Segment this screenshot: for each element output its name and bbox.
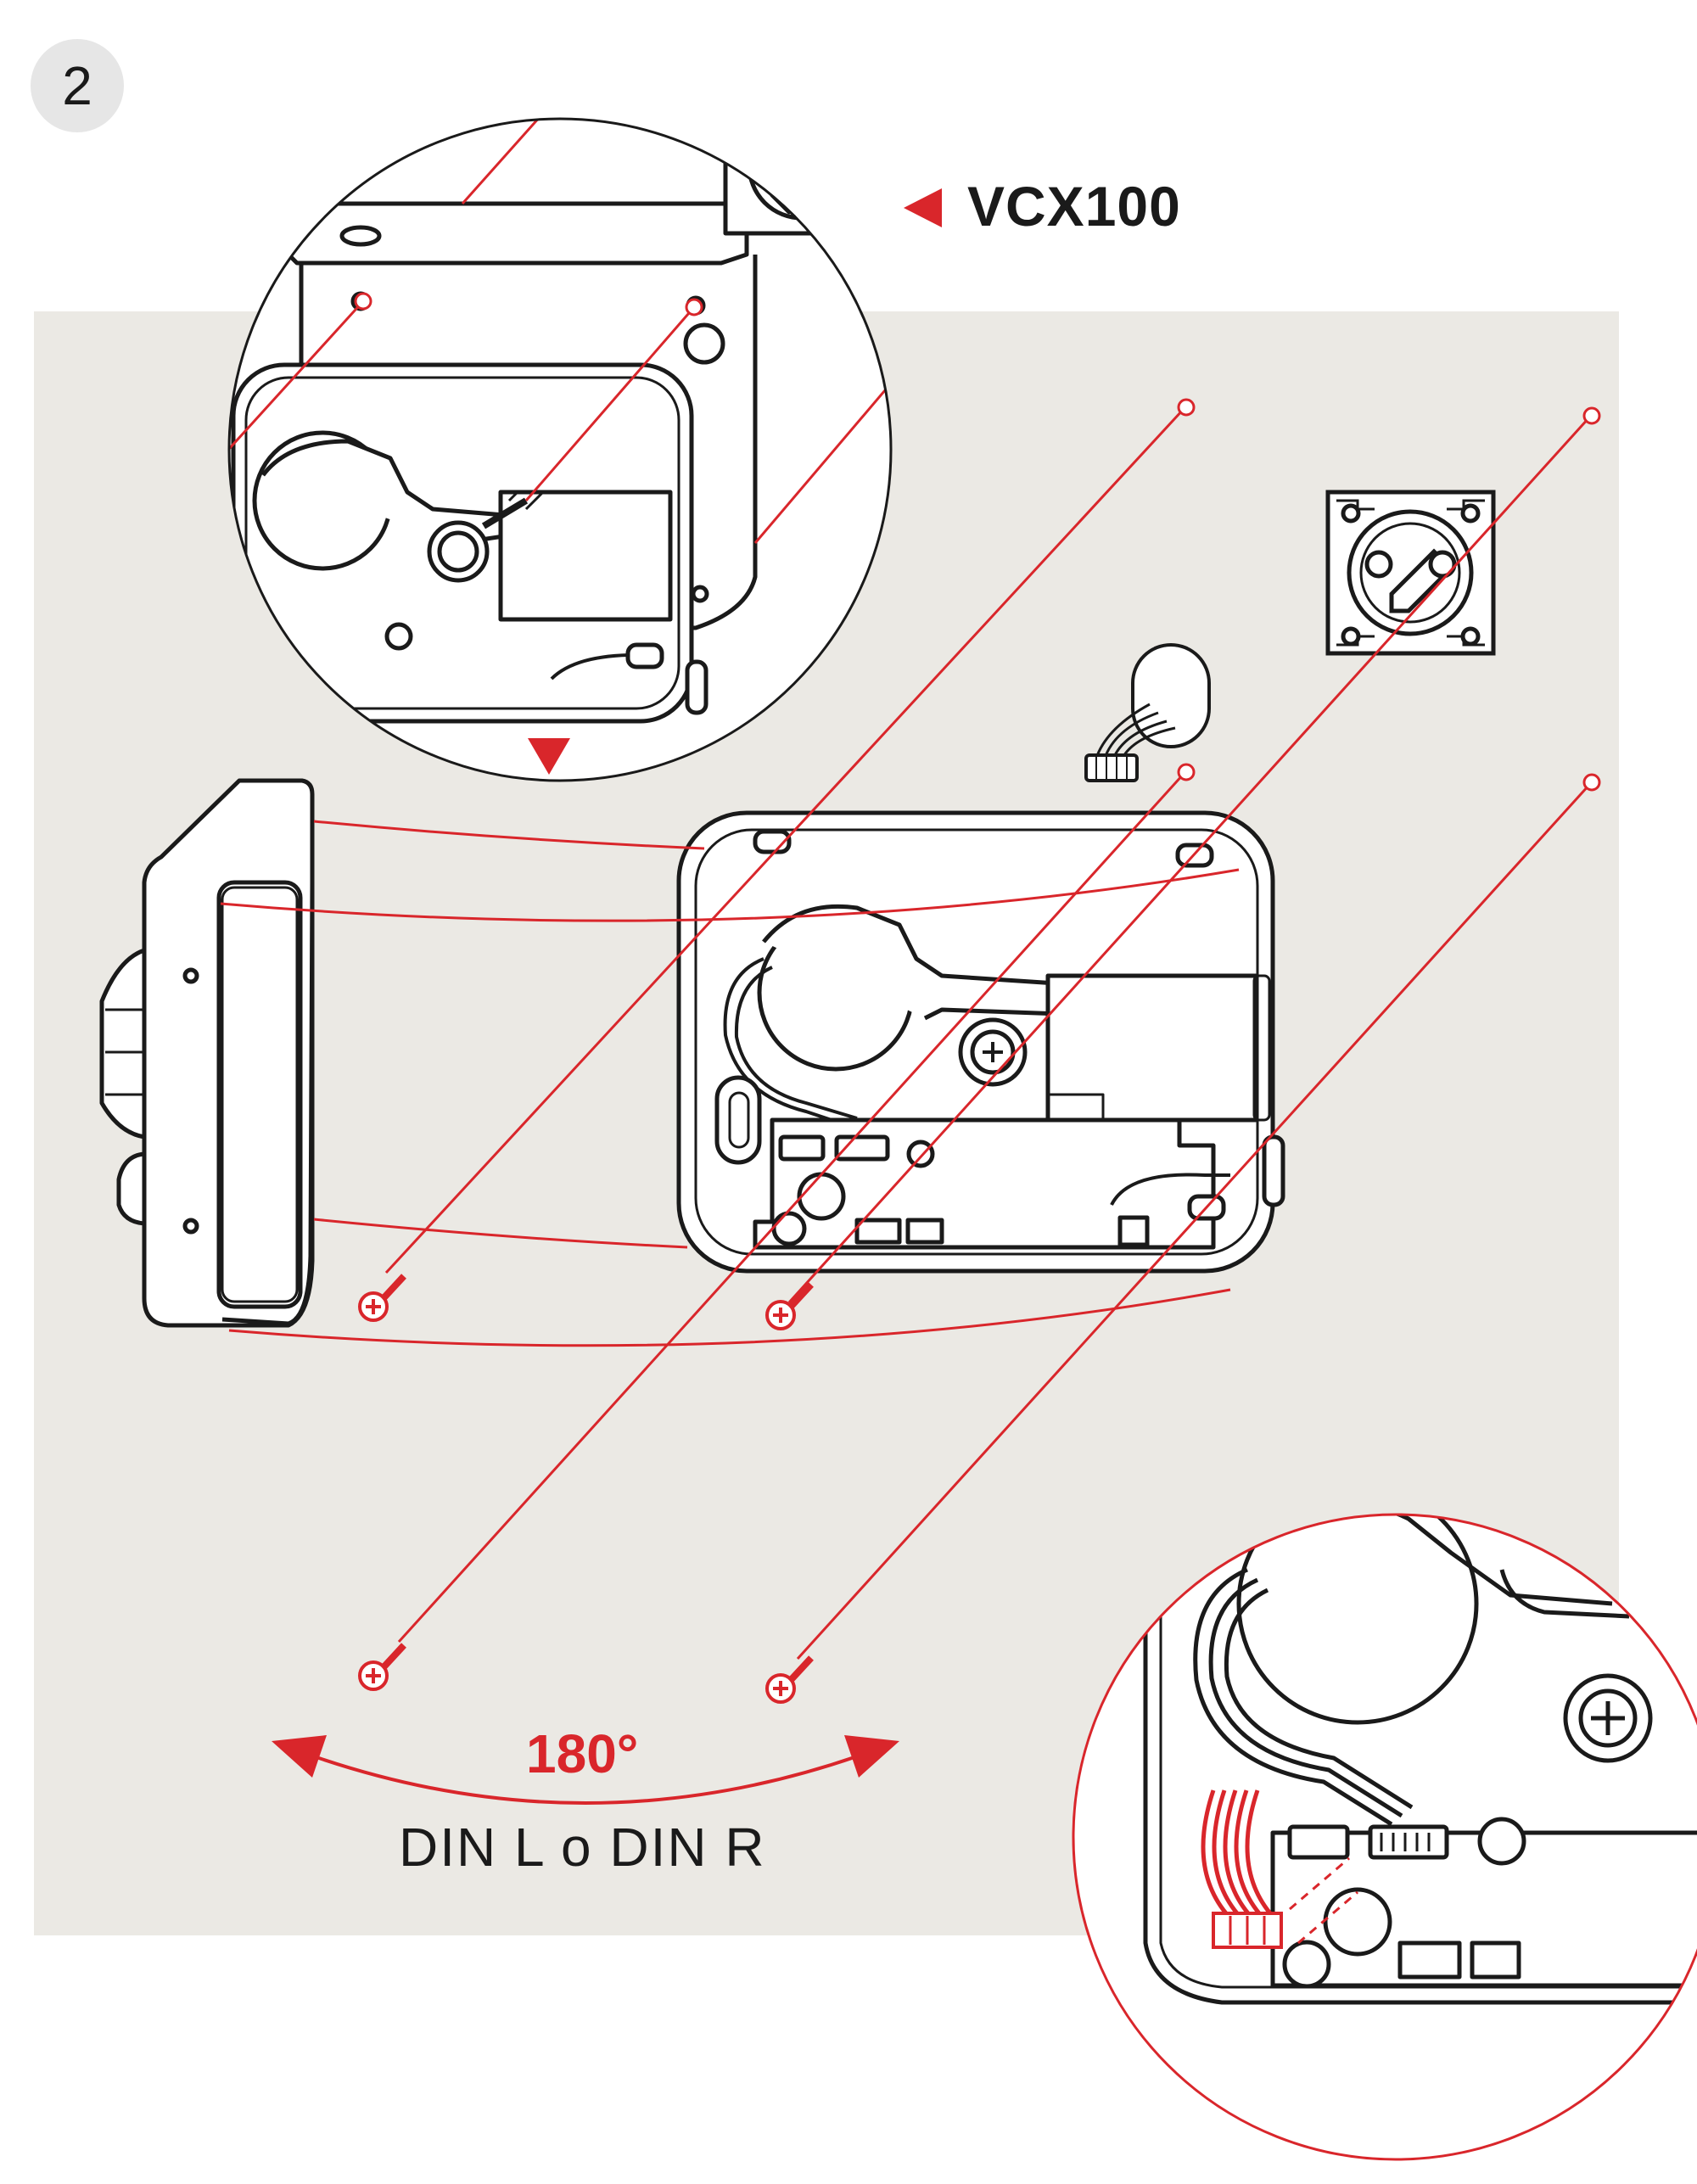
screw-icon: [358, 1274, 814, 1704]
detail-bottom-content: [1143, 1515, 1697, 2005]
pointer-arrow-icon: [904, 188, 942, 227]
rotation-angle-label: 180°: [526, 1723, 639, 1784]
model-label: VCX100: [967, 175, 1181, 238]
alignment-lines: [220, 407, 1591, 1660]
step-number-badge: 2: [31, 39, 124, 132]
orientation-label: DIN L o DIN R: [399, 1817, 766, 1878]
screw-hole-markers: [1177, 398, 1601, 792]
outer-cover: [99, 778, 315, 1328]
lock-body: [676, 810, 1285, 1274]
down-arrow-icon: [528, 738, 570, 775]
cylinder-plate: [1325, 490, 1496, 656]
rotate-arrow-icon: [272, 1735, 899, 1805]
cable-connector: [1084, 643, 1211, 782]
